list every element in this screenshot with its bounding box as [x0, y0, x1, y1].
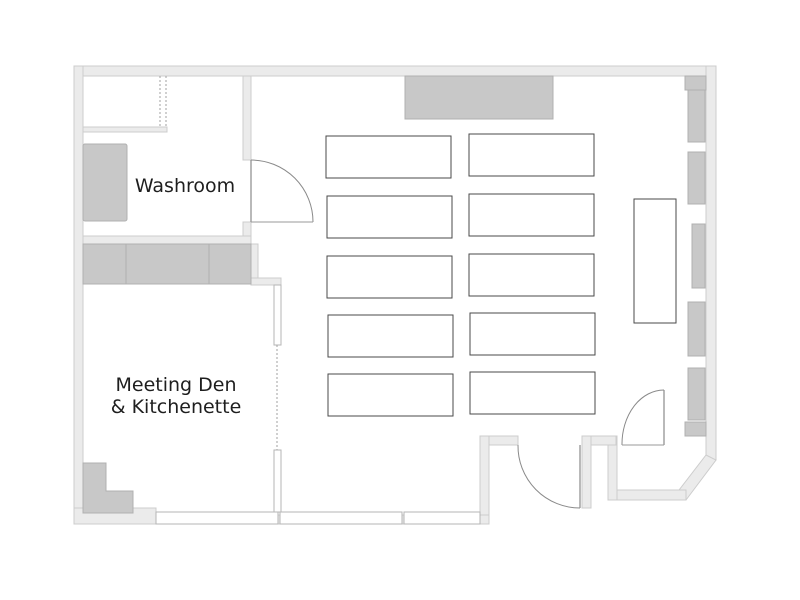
- bottom-windows: [155, 511, 481, 525]
- corner-counter: [82, 462, 134, 514]
- desk-5-right: [469, 371, 596, 415]
- desk-2-right: [468, 193, 595, 237]
- desk-5-left: [327, 373, 454, 417]
- kitchen-counter-2: [125, 243, 210, 285]
- desk-3-left: [326, 255, 453, 299]
- wall-door-jamb-right: [581, 435, 592, 509]
- entry-door[interactable]: [517, 444, 581, 509]
- shelf-4: [687, 301, 706, 357]
- kitchen-counter-1: [82, 243, 127, 285]
- desk-side-vertical: [633, 198, 677, 324]
- entry-door-arc: [517, 444, 581, 509]
- wall-bottom-right: [607, 489, 687, 501]
- shelf-3: [691, 223, 706, 289]
- corner-door-arc: [621, 389, 665, 446]
- desk-2-left: [326, 195, 453, 239]
- fixtures: [82, 75, 707, 514]
- desk-1-right: [468, 133, 595, 177]
- shelf-5: [687, 367, 706, 421]
- shelf-cap-bottom: [684, 421, 707, 437]
- exterior-walls: [73, 65, 717, 525]
- shelf-cap-top: [684, 75, 707, 91]
- interior-walls: [82, 75, 282, 513]
- shelf-2: [687, 151, 706, 205]
- room-labels: Washroom Meeting Den & Kitchenette: [111, 175, 242, 418]
- wall-closet-bottom: [82, 126, 168, 133]
- desk-1-left: [325, 135, 452, 179]
- desks: [325, 133, 677, 417]
- top-cabinet: [404, 75, 554, 120]
- washroom-fixture: [82, 143, 128, 222]
- window-bottom-3: [403, 511, 481, 525]
- label-meeting-line1: Meeting Den: [115, 374, 236, 396]
- wall-door-jamb-left: [479, 435, 490, 525]
- sliding-panel-2: [273, 449, 282, 513]
- desk-4-right: [469, 312, 596, 356]
- desk-4-left: [327, 314, 454, 358]
- shelf-1: [687, 89, 706, 143]
- sliding-panel-1: [273, 284, 282, 346]
- wall-alcove-right: [607, 435, 618, 501]
- washroom-door-arc: [250, 159, 314, 223]
- wall-washroom-bottom: [82, 235, 252, 245]
- wall-washroom-right-upper: [242, 75, 252, 161]
- desk-3-right: [468, 253, 595, 297]
- label-meeting-line2: & Kitchenette: [111, 396, 242, 418]
- window-bottom-2: [279, 511, 403, 525]
- wall-meeting-stub: [250, 243, 259, 283]
- kitchen-counter-3: [208, 243, 252, 285]
- washroom-door[interactable]: [250, 159, 314, 223]
- wall-left: [73, 65, 84, 525]
- label-washroom: Washroom: [135, 175, 235, 197]
- wall-meeting-top-right: [250, 277, 282, 286]
- window-bottom-1: [155, 511, 279, 525]
- corner-door[interactable]: [621, 389, 665, 446]
- wall-right: [705, 65, 717, 461]
- wall-top: [73, 65, 707, 77]
